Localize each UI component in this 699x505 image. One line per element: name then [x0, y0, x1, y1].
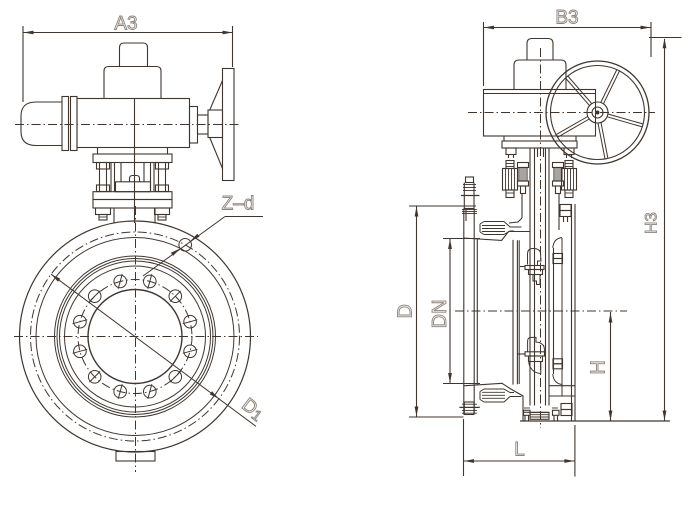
svg-text:B3: B3 [555, 8, 578, 29]
svg-text:D: D [395, 304, 417, 318]
svg-text:H3: H3 [642, 212, 661, 234]
svg-text:A3: A3 [114, 14, 137, 35]
svg-text:Z–d: Z–d [222, 194, 255, 215]
svg-text:H: H [588, 360, 610, 374]
svg-text:DN: DN [429, 299, 451, 328]
svg-text:L: L [514, 440, 525, 461]
